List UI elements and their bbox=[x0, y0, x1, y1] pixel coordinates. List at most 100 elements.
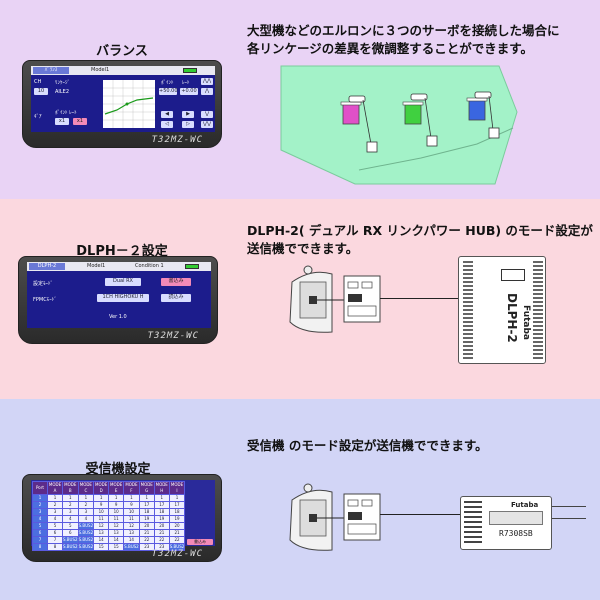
table-cell[interactable]: 15 bbox=[93, 543, 110, 551]
table-cell[interactable]: 13 bbox=[93, 529, 110, 537]
table-cell[interactable]: 9 bbox=[123, 501, 140, 509]
table-cell[interactable]: S.BUS2 bbox=[77, 543, 95, 551]
table-cell[interactable]: S.BUS2 bbox=[62, 536, 79, 544]
table-cell[interactable]: 14 bbox=[108, 536, 125, 544]
table-cell[interactable]: 18 bbox=[168, 508, 186, 516]
table-cell[interactable]: 2 bbox=[62, 501, 79, 509]
ch-select-button[interactable]: 10 bbox=[34, 88, 48, 95]
table-cell[interactable]: 22 bbox=[168, 536, 186, 544]
read-button[interactable]: 読込み bbox=[161, 294, 191, 302]
table-cell[interactable]: 12 bbox=[108, 522, 125, 530]
write-button[interactable]: 書込み bbox=[161, 278, 191, 286]
table-cell[interactable]: 11 bbox=[123, 515, 140, 523]
table-cell[interactable]: 1 bbox=[138, 494, 155, 502]
table-cell[interactable]: 22 bbox=[138, 536, 155, 544]
table-cell[interactable]: S.BUS2 bbox=[77, 522, 95, 530]
table-cell[interactable]: 10 bbox=[93, 508, 110, 516]
table-cell[interactable]: 6 bbox=[47, 529, 63, 537]
table-cell[interactable]: 2 bbox=[47, 501, 63, 509]
table-cell[interactable]: 1 bbox=[47, 494, 63, 502]
antenna-wire-1 bbox=[552, 506, 586, 507]
table-cell[interactable]: 18 bbox=[153, 508, 170, 516]
table-cell[interactable]: 10 bbox=[108, 508, 125, 516]
balance-desc-line1: 大型機などのエルロンに３つのサーボを接続した場合に bbox=[247, 23, 560, 38]
table-cell[interactable]: 11 bbox=[93, 515, 110, 523]
table-cell[interactable]: 4 bbox=[47, 515, 63, 523]
point-right-button[interactable]: ▶ bbox=[182, 111, 194, 118]
table-cell[interactable]: 17 bbox=[168, 501, 186, 509]
table-cell[interactable]: 4 bbox=[77, 515, 95, 523]
table-cell[interactable]: 19 bbox=[153, 515, 170, 523]
next-button[interactable]: ▷ bbox=[182, 121, 194, 128]
table-cell[interactable]: 1 bbox=[123, 494, 140, 502]
table-cell[interactable]: S.BUS2 bbox=[62, 543, 79, 551]
rate-value-button[interactable]: +0.00 bbox=[180, 88, 198, 95]
table-cell[interactable]: 3 bbox=[62, 508, 79, 516]
table-cell[interactable]: 1 bbox=[153, 494, 170, 502]
table-cell[interactable]: 13 bbox=[108, 529, 125, 537]
table-cell[interactable]: 17 bbox=[138, 501, 155, 509]
table-cell[interactable]: 18 bbox=[138, 508, 155, 516]
balance-desc-line2: 各リンケージの差異を微調整することができます。 bbox=[247, 41, 534, 56]
table-cell[interactable]: 14 bbox=[93, 536, 110, 544]
table-cell[interactable]: S.BUS2 bbox=[77, 529, 95, 537]
down-fast-button[interactable]: ⋁⋁ bbox=[201, 121, 213, 128]
table-cell[interactable]: 19 bbox=[138, 515, 155, 523]
tab-dlph2[interactable]: DLPH-2 bbox=[29, 263, 65, 270]
table-cell[interactable]: 20 bbox=[168, 522, 186, 530]
table-cell[interactable]: 15 bbox=[108, 543, 125, 551]
table-cell[interactable]: 1 bbox=[168, 494, 186, 502]
table-cell[interactable]: 3 bbox=[77, 508, 95, 516]
table-cell[interactable]: 11 bbox=[108, 515, 125, 523]
table-cell[interactable]: 1 bbox=[77, 494, 95, 502]
up-fast-button[interactable]: ⋀⋀ bbox=[201, 78, 213, 85]
table-cell[interactable]: 1 bbox=[108, 494, 125, 502]
write-button[interactable]: 書込み bbox=[187, 539, 213, 545]
down-button[interactable]: ⋁ bbox=[201, 111, 213, 118]
table-cell[interactable]: 10 bbox=[123, 508, 140, 516]
mode-active-button[interactable]: x1 bbox=[73, 118, 87, 125]
table-cell[interactable]: 3 bbox=[47, 508, 63, 516]
table-cell[interactable]: 8 bbox=[47, 543, 63, 551]
setting-mode-button[interactable]: Dual RX bbox=[105, 278, 141, 286]
table-cell[interactable]: 21 bbox=[168, 529, 186, 537]
table-cell[interactable]: 2 bbox=[77, 501, 95, 509]
table-cell[interactable]: 9 bbox=[108, 501, 125, 509]
table-cell[interactable]: 13 bbox=[123, 529, 140, 537]
table-cell[interactable]: 21 bbox=[138, 529, 155, 537]
table-cell[interactable]: 1 bbox=[62, 494, 79, 502]
tab-balance[interactable]: ﾊﾞﾗﾝｽ bbox=[33, 67, 69, 74]
table-cell[interactable]: 20 bbox=[153, 522, 170, 530]
up-button[interactable]: ⋀ bbox=[201, 88, 213, 95]
table-cell[interactable]: 21 bbox=[153, 529, 170, 537]
table-cell[interactable]: 23 bbox=[153, 543, 170, 551]
table-cell[interactable]: 19 bbox=[168, 515, 186, 523]
table-cell[interactable]: 9 bbox=[93, 501, 110, 509]
table-cell[interactable]: S.BUS2 bbox=[77, 536, 95, 544]
table-cell[interactable]: 14 bbox=[123, 536, 140, 544]
table-cell[interactable]: 12 bbox=[93, 522, 110, 530]
table-cell[interactable]: 4 bbox=[62, 515, 79, 523]
prev-button[interactable]: ◁ bbox=[161, 121, 173, 128]
table-cell[interactable]: 1 bbox=[93, 494, 110, 502]
table-cell[interactable]: 17 bbox=[153, 501, 170, 509]
table-cell[interactable]: 12 bbox=[123, 522, 140, 530]
receiver-unit: Futaba R7308SB bbox=[460, 496, 552, 550]
table-cell[interactable]: S.BUS2 bbox=[123, 543, 140, 551]
balance-curve-graph[interactable] bbox=[103, 80, 155, 128]
table-cell[interactable]: 5 bbox=[47, 522, 63, 530]
table-cell[interactable]: 5 bbox=[62, 522, 79, 530]
table-cell[interactable]: 22 bbox=[153, 536, 170, 544]
table-cell[interactable]: 6 bbox=[62, 529, 79, 537]
mode-button[interactable]: x1 bbox=[55, 118, 69, 125]
table-header-cell: MODE D bbox=[93, 481, 110, 495]
aile-label: AILE2 bbox=[55, 89, 70, 95]
table-cell[interactable]: 20 bbox=[138, 522, 155, 530]
dlph2-description: DLPH-2( デュアル RX リンクパワー HUB) のモード設定が 送信機で… bbox=[247, 222, 593, 258]
point-value-button[interactable]: +50.00 bbox=[159, 88, 178, 95]
fpmc-mode-button[interactable]: 1CH HIGHOKU H bbox=[97, 294, 149, 302]
table-cell[interactable]: 7 bbox=[47, 536, 63, 544]
table-cell[interactable]: S.BUS2 bbox=[168, 543, 186, 551]
point-left-button[interactable]: ◀ bbox=[161, 111, 173, 118]
